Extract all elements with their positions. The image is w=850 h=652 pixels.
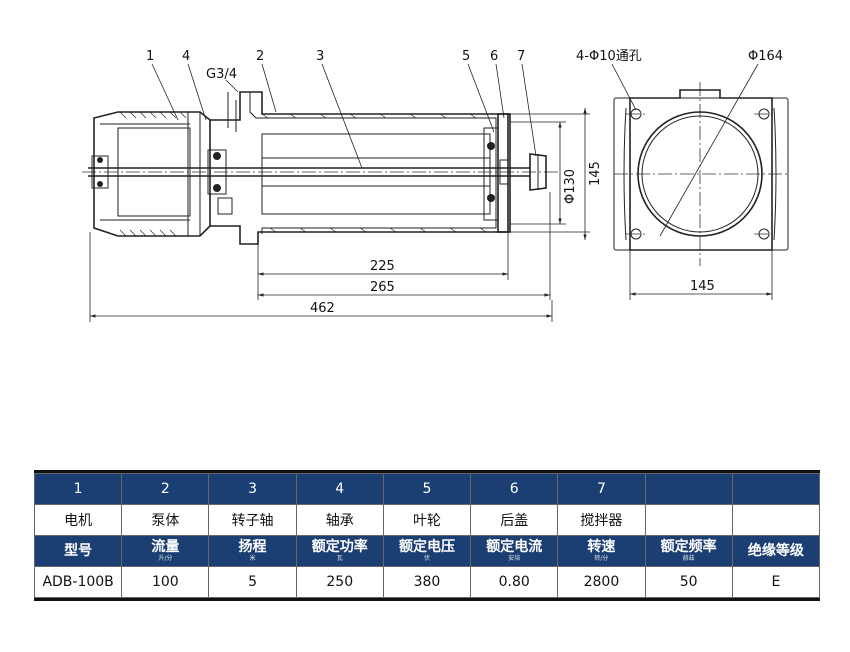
part-name-cell: 转子轴: [208, 504, 297, 536]
spec-value-row: ADB-100B 100 5 250 380 0.80 2800 50 E: [33, 566, 821, 598]
spec-header-cell: 型号: [33, 535, 123, 567]
agitator: [529, 153, 547, 191]
spec-header-label: 额定电压: [398, 539, 455, 555]
spec-header-unit: 伏: [423, 555, 430, 562]
spec-table: 1 2 3 4 5 6 7 电机 泵体 转子轴 轴承 叶轮 后盖 搅拌器 型号 …: [33, 470, 821, 601]
spec-header-unit: 米: [249, 555, 256, 562]
end-width-label: 145: [690, 279, 715, 294]
part-name-cell: [644, 504, 733, 536]
flange-dia-label: Φ164: [748, 49, 783, 64]
spec-header-label: 转速: [587, 539, 616, 555]
part-name-cell: 泵体: [121, 504, 210, 536]
part-label-6: 6: [490, 49, 498, 64]
spec-header-cell: 额定电压伏: [382, 535, 472, 567]
pipe-thread-label: G3/4: [206, 67, 237, 82]
part-name-cell: 电机: [33, 504, 123, 536]
part-number-cell: 3: [208, 473, 297, 505]
part-name-cell: 搅拌器: [557, 504, 646, 536]
part-label-4: 4: [182, 49, 190, 64]
part-label-1: 1: [146, 49, 154, 64]
end-view: 4-Φ10通孔 Φ164 145: [576, 49, 790, 300]
spec-header-cell: 额定功率瓦: [295, 535, 384, 567]
spec-header-cell: 额定电流安培: [470, 535, 559, 567]
spec-header-label: 型号: [64, 543, 93, 559]
spec-value-cell: 0.80: [470, 566, 559, 598]
spec-header-label: 额定频率: [660, 539, 717, 555]
spec-header-label: 额定电流: [486, 539, 543, 555]
dim-225: 225: [370, 259, 395, 274]
spec-value-cell: 100: [121, 566, 210, 598]
spec-header-cell: 额定频率赫兹: [644, 535, 733, 567]
spec-header-label: 流量: [151, 539, 180, 555]
pump-technical-drawing: 1 4 2 3 5 6 7 G3/4 Φ130 145 22: [82, 49, 790, 322]
spec-header-unit: 瓦: [336, 555, 343, 562]
part-label-3: 3: [316, 49, 324, 64]
part-number-cell: [644, 473, 733, 505]
spec-header-label: 额定功率: [311, 539, 368, 555]
spec-header-unit: 赫兹: [682, 555, 695, 562]
spec-header-unit: 安培: [508, 555, 521, 562]
dim-462: 462: [310, 301, 335, 316]
parts-number-row: 1 2 3 4 5 6 7: [33, 473, 821, 505]
part-number-cell: 2: [121, 473, 210, 505]
part-name-cell: 后盖: [470, 504, 559, 536]
spec-header-unit: 升/分: [158, 555, 173, 562]
spec-header-cell: 流量升/分: [121, 535, 210, 567]
spec-header-label: 扬程: [238, 539, 267, 555]
spec-header-cell: 绝缘等级: [731, 535, 821, 567]
length-dimensions: [89, 192, 553, 322]
part-number-cell: 6: [470, 473, 559, 505]
part-name-cell: 叶轮: [382, 504, 472, 536]
spec-value-cell: ADB-100B: [33, 566, 123, 598]
holes-label: 4-Φ10通孔: [576, 49, 642, 64]
spec-value-cell: 380: [382, 566, 472, 598]
spec-header-cell: 扬程米: [208, 535, 297, 567]
part-number-cell: 7: [557, 473, 646, 505]
spec-value-cell: 5: [208, 566, 297, 598]
impeller-and-rear-cover: [483, 113, 511, 233]
dim-265: 265: [370, 280, 395, 295]
spec-header-cell: 转速转/分: [557, 535, 646, 567]
part-label-5: 5: [462, 49, 470, 64]
front-bearing: [207, 149, 233, 215]
leader-lines: [151, 63, 537, 169]
side-height-label: 145: [588, 161, 603, 186]
spec-header-row: 型号 流量升/分 扬程米 额定功率瓦 额定电压伏 额定电流安培 转速转/分 额定…: [33, 535, 821, 567]
shaft-dia-label: Φ130: [563, 169, 578, 204]
spec-value-cell: 50: [644, 566, 733, 598]
spec-value-cell: E: [731, 566, 821, 598]
part-number-cell: 4: [295, 473, 384, 505]
parts-name-row: 电机 泵体 转子轴 轴承 叶轮 后盖 搅拌器: [33, 504, 821, 536]
part-number-cell: [731, 473, 821, 505]
part-label-7: 7: [517, 49, 525, 64]
part-name-cell: 轴承: [295, 504, 384, 536]
side-view: 1 4 2 3 5 6 7 G3/4 Φ130 145 22: [82, 49, 603, 322]
spec-value-cell: 250: [295, 566, 384, 598]
part-number-cell: 1: [33, 473, 123, 505]
spec-header-label: 绝缘等级: [747, 543, 804, 559]
part-label-2: 2: [256, 49, 264, 64]
spec-value-cell: 2800: [557, 566, 646, 598]
part-number-cell: 5: [382, 473, 472, 505]
motor-housing: [91, 111, 211, 237]
pump-body: [210, 91, 509, 245]
part-name-cell: [731, 504, 821, 536]
rotor-shaft: [88, 167, 530, 177]
spec-header-unit: 转/分: [594, 555, 609, 562]
